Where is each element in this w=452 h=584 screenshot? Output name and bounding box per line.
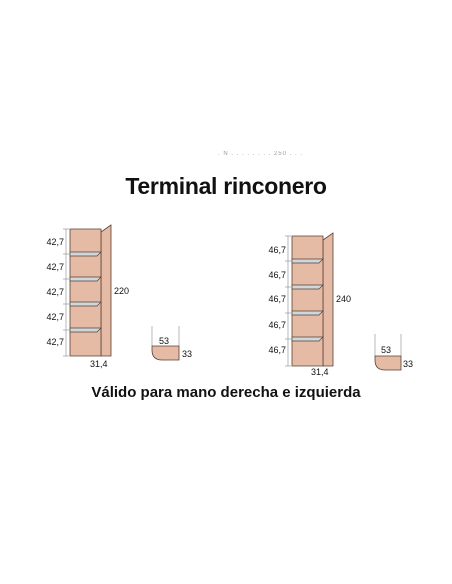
back-panel xyxy=(69,228,102,357)
unit-240-plan: 53 33 xyxy=(374,334,413,371)
shelf-spacing-label: 42,7 xyxy=(46,287,64,297)
plan-width-label: 53 xyxy=(159,336,169,346)
faint-header-text: . N . . . . . . . . 250 . . . xyxy=(218,151,304,157)
shelf xyxy=(69,251,102,257)
height-label: 220 xyxy=(114,286,129,296)
shelf-spacing-label: 42,7 xyxy=(46,337,64,347)
shelf-spacing-label: 42,7 xyxy=(46,262,64,272)
corner-plan-shape xyxy=(374,355,402,371)
unit-220-elevation: 42,7 42,7 42,7 42,7 42,7 220 31,4 xyxy=(46,224,129,369)
shelf-spacing-label: 46,7 xyxy=(268,345,286,355)
plan-width-label: 53 xyxy=(381,345,391,355)
shelf-spacing-label: 46,7 xyxy=(268,320,286,330)
height-label: 240 xyxy=(336,294,351,304)
shelf xyxy=(291,258,324,264)
plan-depth-label: 33 xyxy=(182,349,192,359)
validity-note: Válido para mano derecha e izquierda xyxy=(91,384,361,401)
shelf xyxy=(291,284,324,290)
shelf xyxy=(291,310,324,316)
shelf-spacing-label: 46,7 xyxy=(268,294,286,304)
corner-plan-shape xyxy=(151,345,180,361)
unit-240-elevation: 46,7 46,7 46,7 46,7 46,7 240 31,4 xyxy=(268,232,351,377)
shelf-spacing-label: 42,7 xyxy=(46,237,64,247)
shelf xyxy=(69,327,102,333)
shelf xyxy=(69,276,102,282)
back-panel xyxy=(291,235,324,367)
side-panel xyxy=(322,232,334,367)
plan-depth-label: 33 xyxy=(403,359,413,369)
shelf xyxy=(69,301,102,307)
unit-220-plan: 53 33 xyxy=(151,326,192,361)
shelf-spacing-label: 42,7 xyxy=(46,312,64,322)
depth-label: 31,4 xyxy=(311,367,329,377)
shelf-spacing-label: 46,7 xyxy=(268,270,286,280)
side-panel xyxy=(100,224,112,357)
shelf-spacing-label: 46,7 xyxy=(268,245,286,255)
shelf xyxy=(291,336,324,342)
depth-label: 31,4 xyxy=(90,359,108,369)
page-title: Terminal rinconero xyxy=(125,173,327,199)
